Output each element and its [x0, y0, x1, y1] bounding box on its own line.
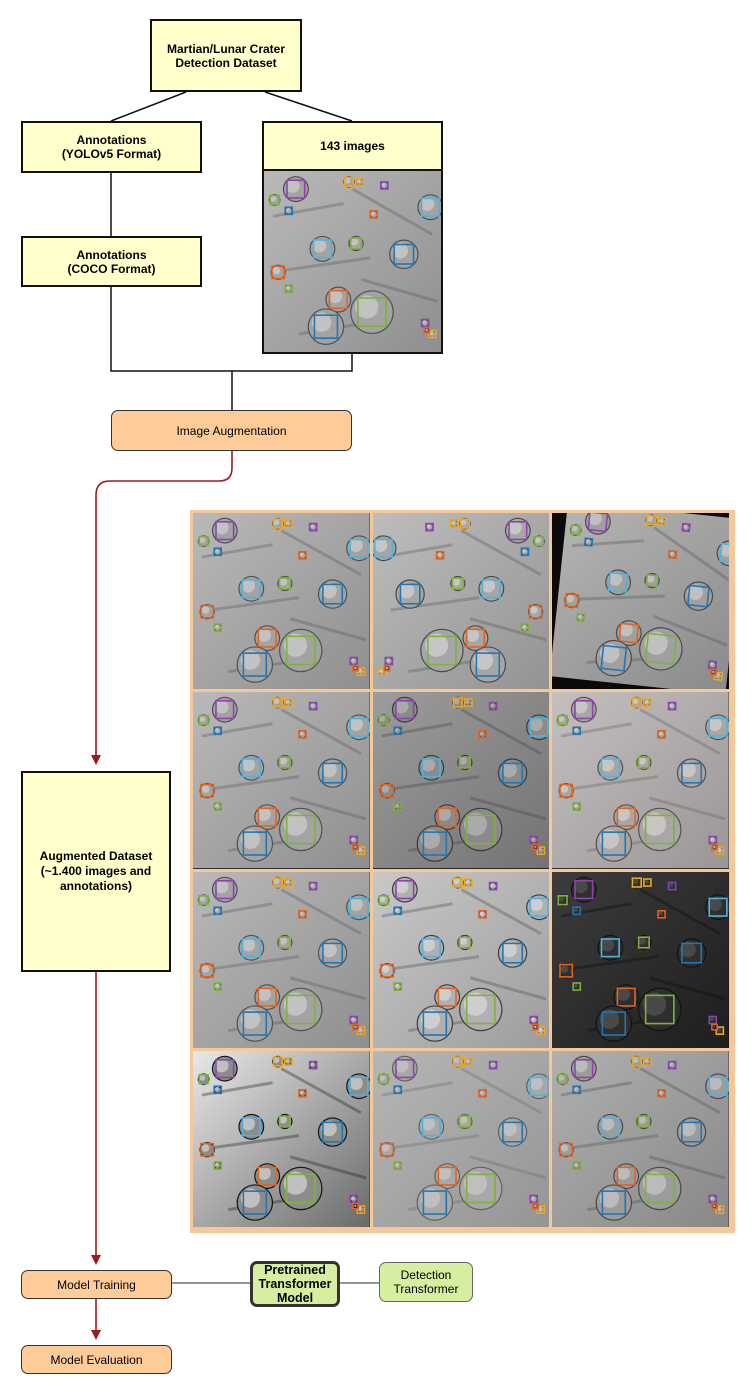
- augmentation-to-dataset-arrow: [91, 451, 233, 765]
- dataset-node: Martian/Lunar Crater Detection Dataset: [150, 19, 302, 92]
- images-count-node: 143 images: [262, 121, 443, 171]
- dataset-connectors: [110, 91, 353, 410]
- model-evaluation-node: Model Evaluation: [21, 1345, 172, 1374]
- pretrained-transformer-node: Pretrained Transformer Model: [250, 1261, 340, 1307]
- augmented-tile-rotated: [552, 513, 729, 690]
- augmented-tile-high-contrast: [193, 1050, 370, 1227]
- image-augmentation-node: Image Augmentation: [111, 410, 352, 451]
- annotations-coco-node: Annotations (COCO Format): [21, 236, 202, 287]
- augmented-tile-original: [193, 513, 370, 690]
- model-training-node: Model Training: [21, 1270, 172, 1299]
- sample-crater-image: [264, 171, 441, 352]
- dataset-to-images-line: [264, 91, 353, 122]
- augmented-tile-original: [193, 871, 370, 1048]
- augmented-tile-smooth: [372, 1050, 550, 1227]
- augmented-tile-noisy: [552, 692, 729, 869]
- annotations-yolo-node: Annotations (YOLOv5 Format): [21, 121, 202, 173]
- augmented-tile-darker: [372, 692, 550, 869]
- augmented-tile-sharpened: [372, 871, 550, 1048]
- augmented-tile-original: [193, 692, 370, 869]
- flow-arrows: [91, 451, 233, 1340]
- detection-transformer-node: Detection Transformer: [379, 1262, 473, 1302]
- augmented-tile-flipped: [372, 513, 550, 690]
- augmentation-grid: [190, 510, 735, 1233]
- augmented-tile-grainy: [552, 1050, 729, 1227]
- augmented-dataset-node: Augmented Dataset (~1.400 images and ann…: [21, 771, 171, 972]
- dataset-to-yolo-line: [110, 91, 187, 122]
- augmented-tile-dark: [552, 871, 729, 1048]
- sample-image-frame: [262, 169, 443, 354]
